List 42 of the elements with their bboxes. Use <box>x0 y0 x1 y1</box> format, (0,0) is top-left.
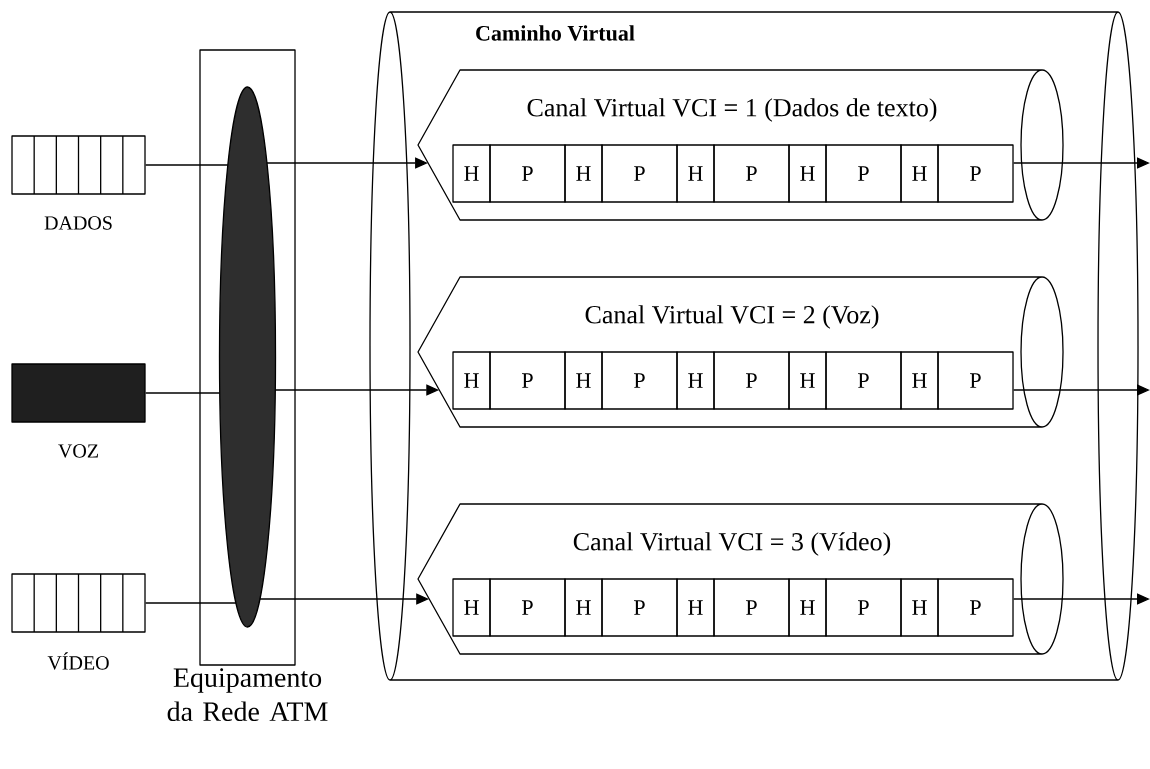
queue-label: DADOS <box>44 216 112 230</box>
voice-block <box>11 363 146 423</box>
payload-cell: P <box>601 351 678 410</box>
payload-cell: P <box>713 578 790 637</box>
header-cell: H <box>900 578 939 637</box>
header-cell: H <box>676 144 715 203</box>
payload-cell: P <box>825 144 902 203</box>
queue-label: VÍDEO <box>47 652 109 670</box>
header-cell: H <box>788 578 827 637</box>
header-cell: H <box>564 144 603 203</box>
payload-cell: P <box>937 144 1014 203</box>
header-cell: H <box>676 351 715 410</box>
connector-line <box>145 602 237 604</box>
queue-buffer <box>11 135 146 195</box>
queue-buffer <box>11 573 146 633</box>
payload-cell: P <box>601 578 678 637</box>
header-cell: H <box>564 351 603 410</box>
header-cell: H <box>452 351 491 410</box>
header-cell: H <box>900 144 939 203</box>
payload-cell: P <box>489 144 566 203</box>
connector-line <box>145 392 221 394</box>
header-cell: H <box>788 144 827 203</box>
header-cell: H <box>564 578 603 637</box>
payload-cell: P <box>937 351 1014 410</box>
header-cell: H <box>788 351 827 410</box>
payload-cell: P <box>713 351 790 410</box>
header-cell: H <box>676 578 715 637</box>
payload-cell: P <box>489 351 566 410</box>
connector-line <box>145 164 229 166</box>
payload-cell: P <box>825 351 902 410</box>
header-cell: H <box>452 578 491 637</box>
payload-cell: P <box>713 144 790 203</box>
payload-cell: P <box>825 578 902 637</box>
payload-cell: P <box>601 144 678 203</box>
queue-label: VOZ <box>58 444 98 458</box>
node-label: Equipamento da Rede ATM <box>167 668 328 722</box>
header-cell: H <box>452 144 491 203</box>
ellipse-shape <box>218 86 277 628</box>
header-cell: H <box>900 351 939 410</box>
payload-cell: P <box>937 578 1014 637</box>
equipment-box: Equipamento da Rede ATM <box>167 49 328 722</box>
payload-cell: P <box>489 578 566 637</box>
